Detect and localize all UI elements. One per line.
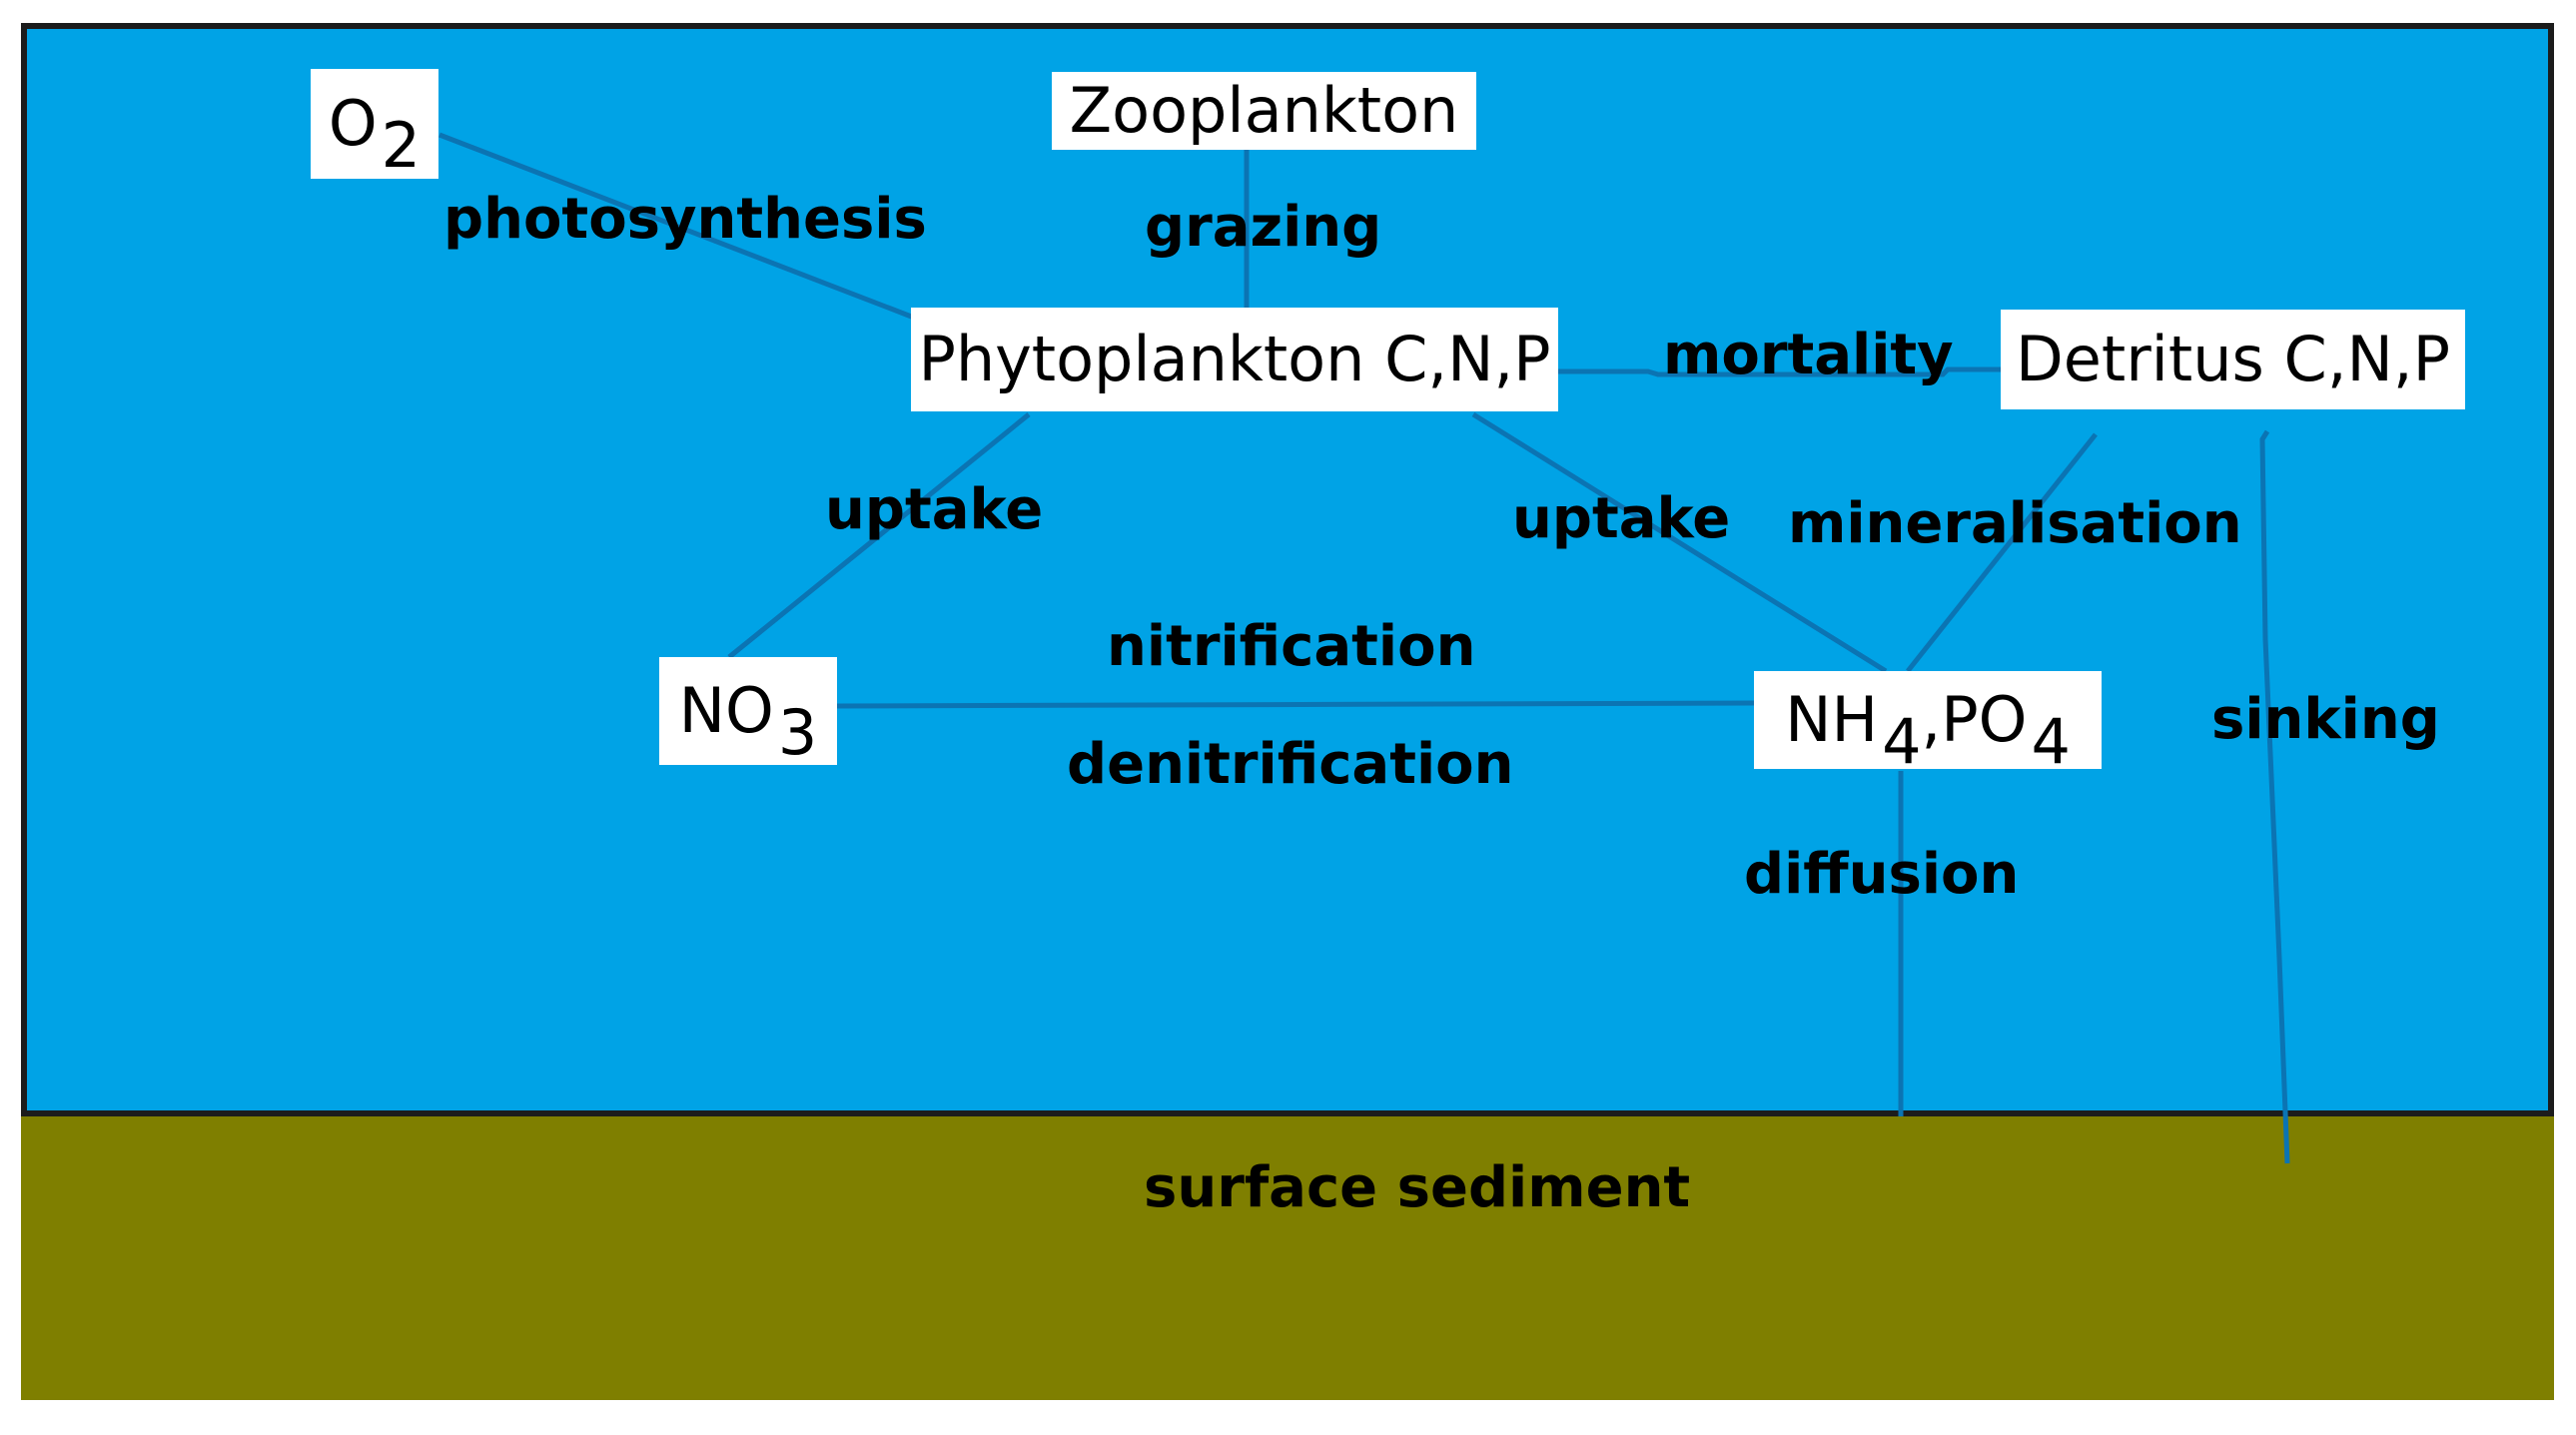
nh4-subscript: 4 [1882, 705, 1922, 778]
label-uptake-right: uptake [1512, 486, 1731, 551]
link-phytoplankton-detritus [1556, 366, 2003, 377]
node-detritus: Detritus C,N,P [2001, 310, 2465, 409]
po4-base: ,PO [1921, 683, 2028, 756]
link-phytoplankton-nh4 [1471, 411, 1888, 674]
label-sinking: sinking [2211, 687, 2440, 752]
o2-base: O [328, 87, 378, 160]
no3-subscript: 3 [777, 696, 818, 769]
phytoplankton-label: Phytoplankton C,N,P [918, 323, 1551, 395]
label-mineralisation: mineralisation [1788, 491, 2242, 556]
label-grazing: grazing [1145, 195, 1382, 260]
label-mortality: mortality [1663, 323, 1954, 387]
link-phytoplankton-no3 [727, 412, 1031, 659]
nh4-base: NH [1785, 683, 1879, 756]
label-photosynthesis: photosynthesis [443, 187, 927, 252]
water-column [21, 23, 2554, 1116]
label-diffusion: diffusion [1744, 842, 2020, 907]
sediment-layer [21, 1116, 2554, 1400]
label-uptake-left: uptake [825, 477, 1044, 542]
no3-base: NO [678, 674, 774, 747]
detritus-label: Detritus C,N,P [2016, 323, 2450, 395]
node-phytoplankton: Phytoplankton C,N,P [911, 308, 1558, 411]
link-detritus-nh4 [1906, 432, 2098, 673]
link-o2-phytoplankton [438, 132, 915, 321]
po4-subscript: 4 [2031, 705, 2071, 778]
label-nitrification: nitrification [1107, 614, 1476, 679]
link-no3-nh4 [836, 700, 1757, 709]
o2-subscript: 2 [381, 109, 422, 182]
link-detritus-sediment [2259, 429, 2290, 1164]
label-denitrification: denitrification [1067, 732, 1514, 797]
zooplankton-label: Zooplankton [1069, 74, 1459, 147]
label-surface-sediment: surface sediment [1144, 1155, 1691, 1220]
node-zooplankton: Zooplankton [1052, 72, 1476, 150]
